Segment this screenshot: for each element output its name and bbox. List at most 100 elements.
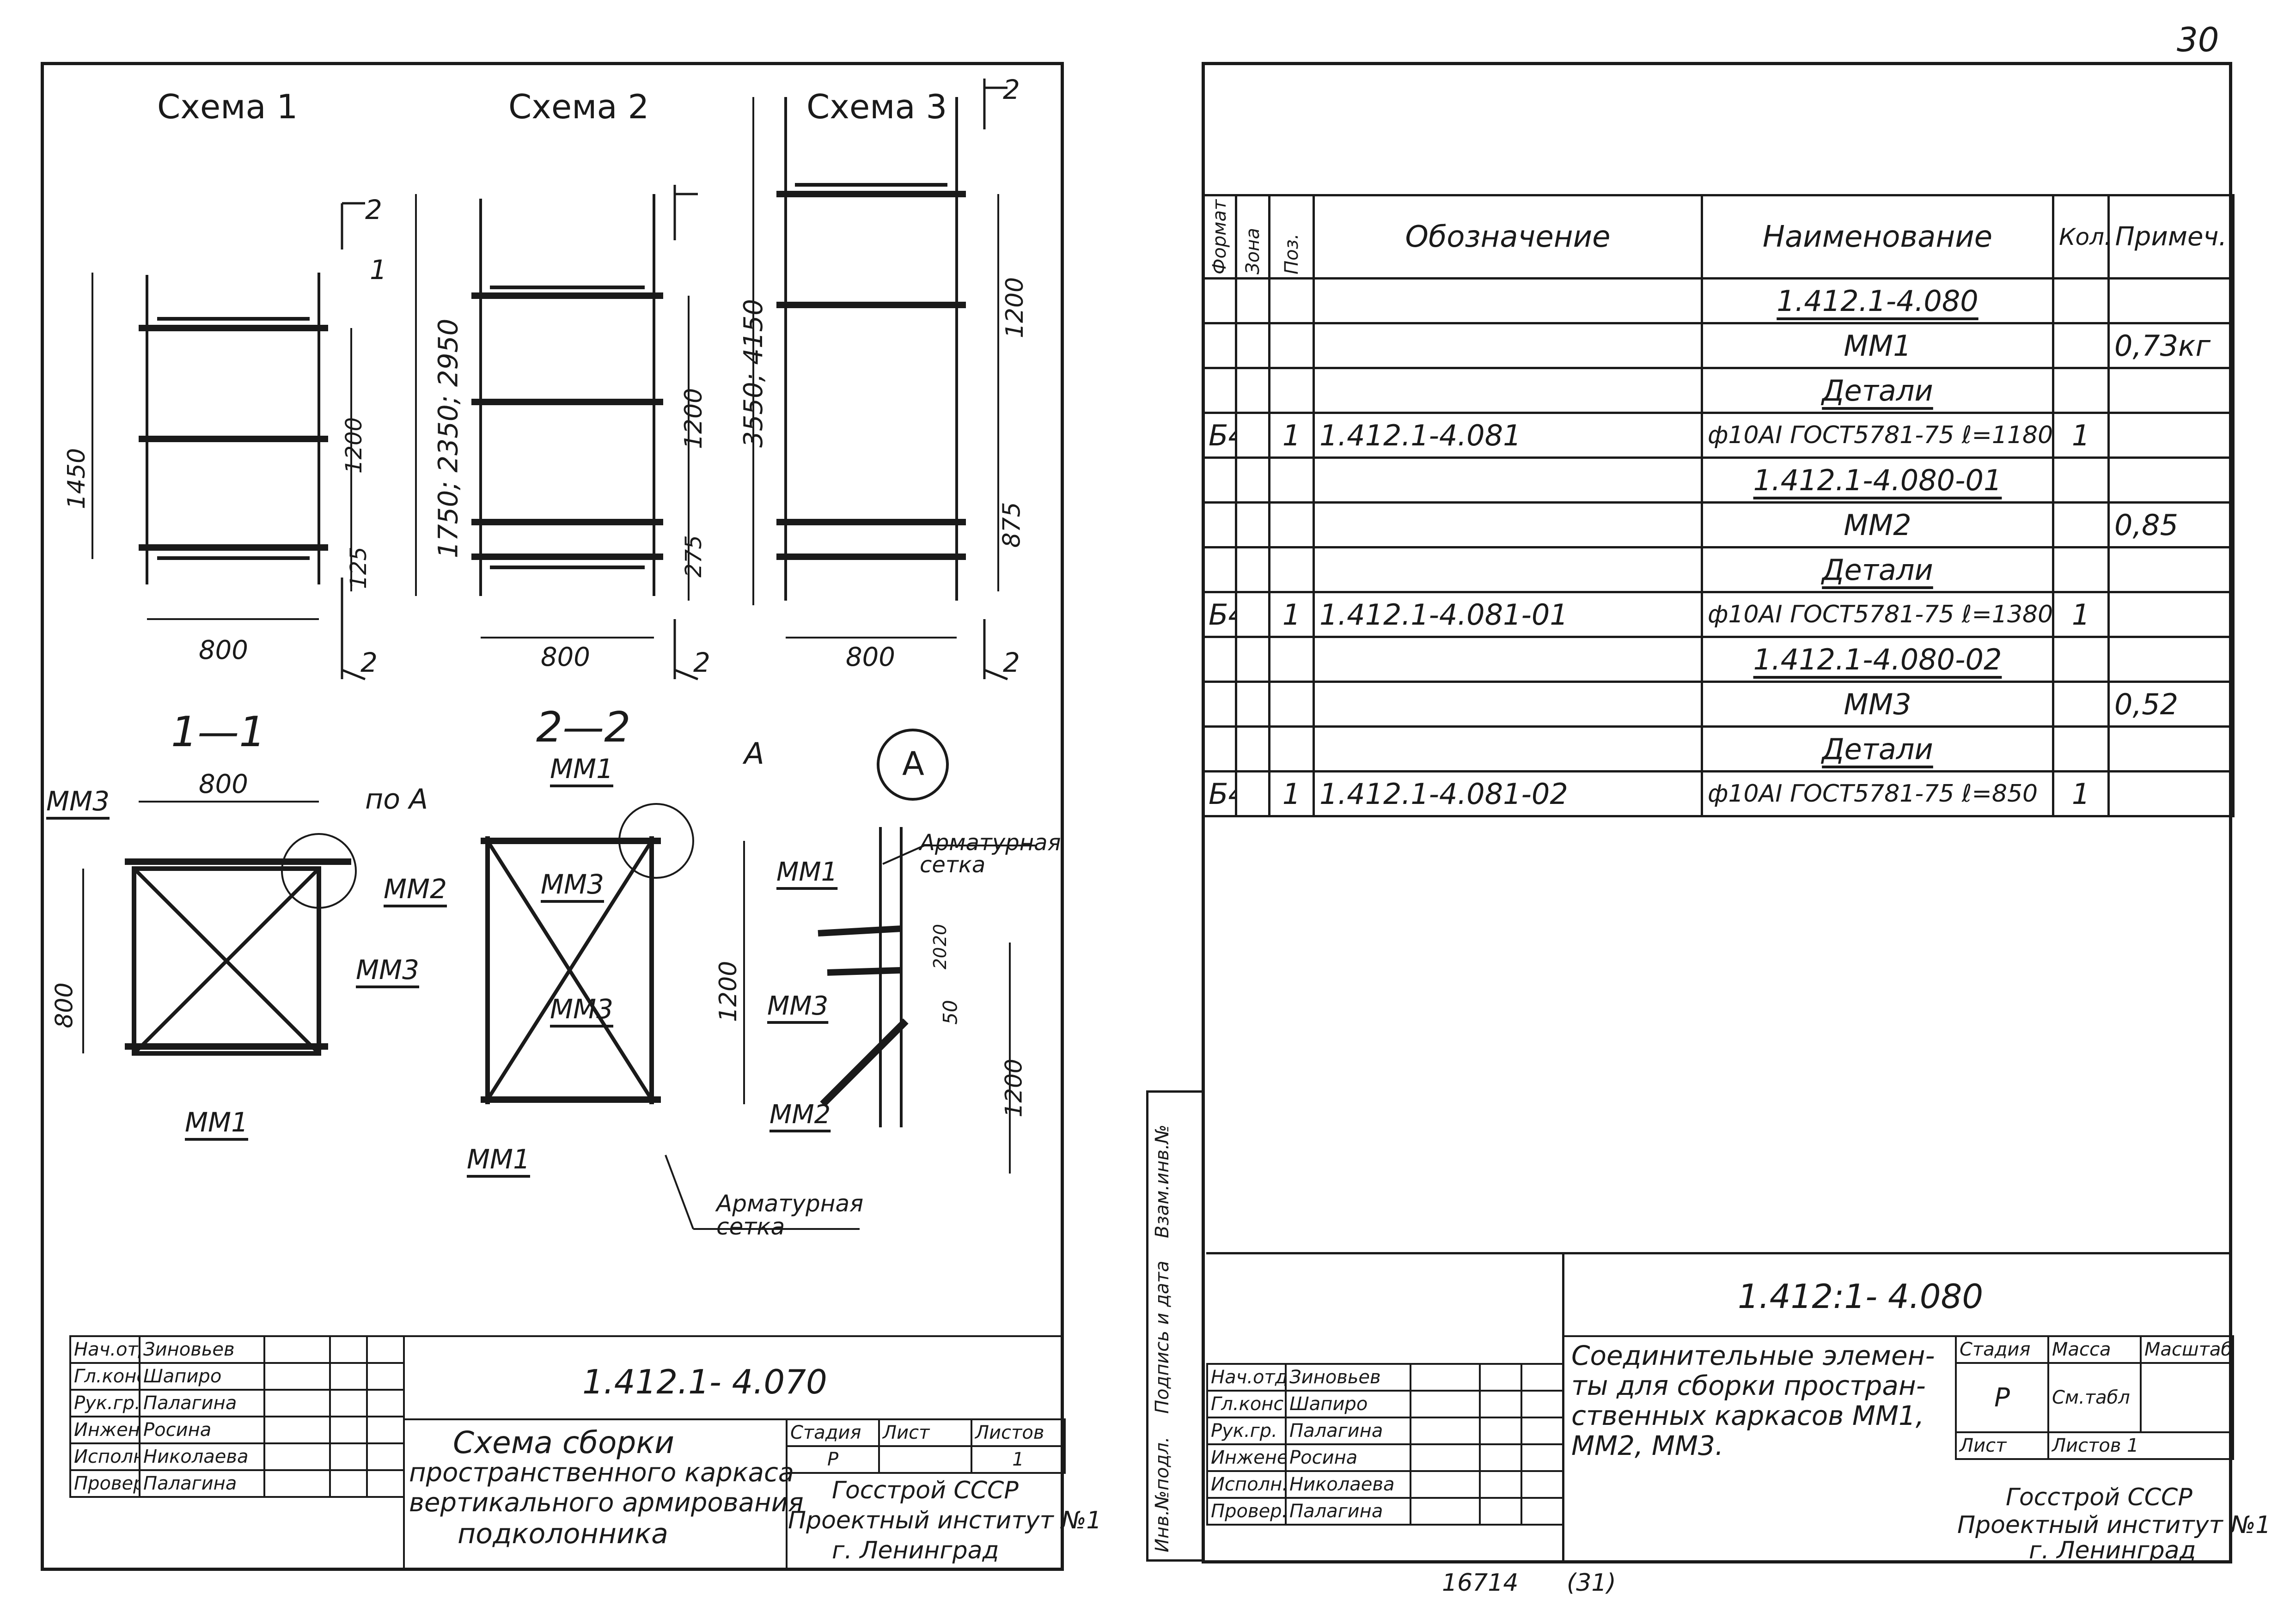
cell-name: 1.412.1-4.080-01: [1753, 463, 2002, 497]
cell-pos: [1268, 546, 1315, 593]
tb-line: [1562, 1335, 2232, 1337]
cell-format: [1202, 681, 1237, 728]
section-2-label-mm1a: ММ1: [550, 753, 613, 785]
cell-name: ММ3: [1701, 681, 2054, 728]
section-mark-2e: 2: [1003, 74, 1020, 105]
cell-designation: [1313, 501, 1703, 548]
left-title-line-1: Схема сборки: [453, 1425, 674, 1460]
right-org-3: г. Ленинград: [2029, 1537, 2196, 1564]
tb-line: [403, 1335, 405, 1571]
right-title-line-2: ты для сборки простран-: [1571, 1370, 1926, 1401]
role: Рук.гр.: [1206, 1417, 1287, 1445]
cell-format: [1202, 277, 1237, 324]
detail-dim-1200: 1200: [1000, 1058, 1027, 1118]
cell-designation: [1313, 546, 1703, 593]
cell-qty: [2052, 681, 2110, 728]
cell-name: ММ1: [1701, 322, 2054, 369]
section-1-title: 1—1: [171, 708, 266, 756]
dim-1200-s1: 1200: [341, 417, 367, 474]
sheets-label: Листов 1: [2047, 1431, 2234, 1460]
role: Провер.: [69, 1469, 140, 1498]
name: Палагина: [139, 1469, 265, 1498]
section-1-height: 800: [50, 982, 79, 1028]
tb-line: [1562, 1252, 1564, 1562]
section-mark-2c: 2: [693, 647, 710, 678]
section-2-height: 1200: [714, 961, 743, 1022]
tb-line: [403, 1335, 1064, 1337]
right-title-code: 1.412:1- 4.080: [1738, 1277, 1984, 1316]
table-row: ММ3 0,52: [1202, 681, 2235, 728]
name: Зиновьев: [1285, 1363, 1411, 1392]
section-2-label-mm3b: ММ3: [550, 993, 613, 1025]
scale-label: Масштаб: [2140, 1335, 2234, 1364]
cell-pos: [1268, 277, 1315, 324]
dim-125: 125: [345, 547, 372, 589]
left-org-1: Госстрой СССР: [832, 1477, 1019, 1504]
dim-1200-s3: 1200: [1001, 277, 1029, 339]
table-row: Детали: [1202, 367, 2235, 414]
cell-format: [1202, 546, 1237, 593]
cell-note: [2107, 770, 2235, 817]
dim-800-s2: 800: [541, 642, 590, 672]
dim-total-s1: 1750; 2350; 2950: [432, 318, 464, 559]
scheme-1-title: Схема 1: [157, 87, 298, 126]
side-stamp-3: Инв.№подл.: [1152, 1436, 1173, 1552]
cell-format: Б4: [1202, 591, 1237, 638]
bottom-number-1: 16714: [1442, 1569, 1519, 1597]
cell-designation: [1313, 277, 1703, 324]
section-mark-2a: 2: [365, 194, 382, 225]
cell-name: 1.412.1-4.080-02: [1753, 642, 2002, 676]
header-format: Формат: [1203, 195, 1236, 279]
table-row: Детали: [1202, 546, 2235, 593]
cell-format: [1202, 456, 1237, 504]
cell-note: 0,52: [2107, 681, 2235, 728]
spec-table: Формат Зона Поз. Обозначение Наименовани…: [1202, 194, 2235, 817]
left-org-2: Проектный институт №1: [788, 1507, 1102, 1534]
right-org-2: Проектный институт №1: [1957, 1511, 2271, 1539]
section-mark-1a: 1: [370, 254, 387, 286]
role: Нач.отд.: [1206, 1363, 1287, 1392]
detail-mesh: Арматурная сетка: [920, 830, 1061, 878]
header-qty: Кол.: [2052, 194, 2110, 280]
header-note: Примеч.: [2107, 194, 2235, 280]
cell-qty: 1: [2052, 412, 2110, 459]
cell-designation: [1313, 636, 1703, 683]
sheets-label: Листов: [971, 1418, 1066, 1447]
dim-800-s3: 800: [846, 642, 895, 672]
stage-value: Р: [1955, 1362, 2049, 1433]
cell-format: [1202, 725, 1237, 772]
section-1-ref: по А: [365, 783, 428, 815]
cell-pos: [1268, 681, 1315, 728]
role: Исполн.: [69, 1442, 140, 1471]
role: Рук.гр.: [69, 1389, 140, 1417]
cell-pos: [1268, 636, 1315, 683]
dim-875: 875: [998, 502, 1026, 548]
dim-275: 275: [680, 535, 707, 578]
cell-designation: 1.412.1-4.081-01: [1313, 591, 1703, 638]
cell-designation: [1313, 322, 1703, 369]
name: Николаева: [139, 1442, 265, 1471]
cell-designation: [1313, 681, 1703, 728]
name: Палагина: [1285, 1417, 1411, 1445]
dim-800-s1: 800: [199, 635, 248, 665]
mass-label: Масса: [2047, 1335, 2142, 1364]
section-mark-2b: 2: [360, 647, 378, 678]
right-title-line-4: ММ2, ММ3.: [1571, 1430, 1724, 1461]
side-stamp-1: Взам.инв.№: [1152, 1124, 1173, 1238]
tb-line: [403, 1418, 1064, 1420]
cell-format: [1202, 501, 1237, 548]
table-row: 1.412.1-4.080-01: [1202, 456, 2235, 504]
role: Исполн.: [1206, 1470, 1287, 1499]
tb-line: [1206, 1252, 2232, 1254]
cell-format: Б4: [1202, 770, 1237, 817]
header-pos: Поз.: [1269, 195, 1314, 279]
scheme-3-title: Схема 3: [806, 87, 947, 126]
cell-qty: [2052, 367, 2110, 414]
cell-name: ф10AI ГОСТ5781-75 ℓ=850: [1701, 770, 2054, 817]
cell-note: 0,85: [2107, 501, 2235, 548]
sheet-label: Лист: [1955, 1431, 2049, 1460]
cell-qty: [2052, 456, 2110, 504]
cell-pos: [1268, 725, 1315, 772]
sheet-label: Лист: [878, 1418, 972, 1447]
